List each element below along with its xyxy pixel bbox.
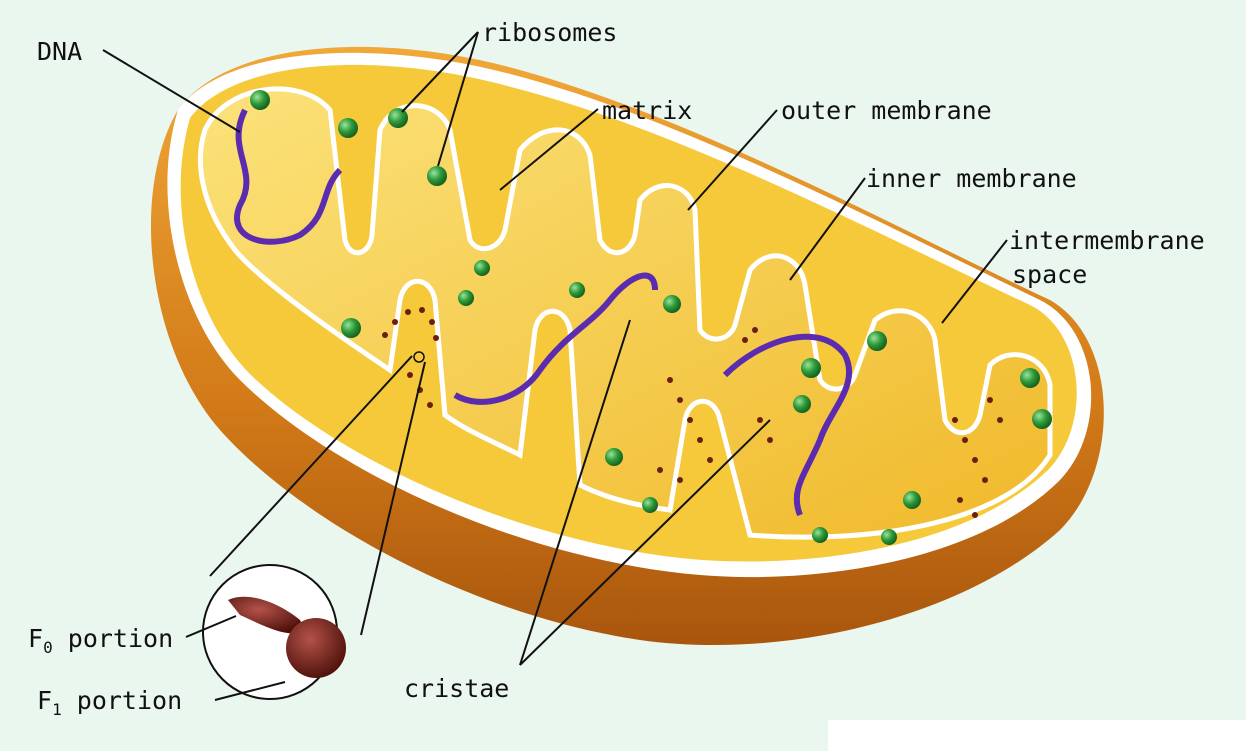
label-matrix: matrix — [602, 98, 692, 123]
label-f0-portion: F0 portion — [28, 626, 173, 651]
f0-subscript: 0 — [43, 638, 53, 657]
f1-subscript: 1 — [52, 700, 62, 719]
label-inner-membrane: inner membrane — [866, 166, 1077, 191]
f0-letter: F — [28, 624, 43, 653]
label-f1-portion: F1 portion — [37, 688, 182, 713]
f1-letter: F — [37, 686, 52, 715]
label-ribosomes: ribosomes — [482, 20, 617, 45]
label-outer-membrane: outer membrane — [781, 98, 992, 123]
label-dna: DNA — [37, 39, 82, 64]
label-intermembrane: intermembrane — [1009, 228, 1205, 253]
f0-word: portion — [68, 624, 173, 653]
label-space: space — [1012, 262, 1087, 287]
label-cristae: cristae — [404, 676, 509, 701]
f1-word: portion — [77, 686, 182, 715]
